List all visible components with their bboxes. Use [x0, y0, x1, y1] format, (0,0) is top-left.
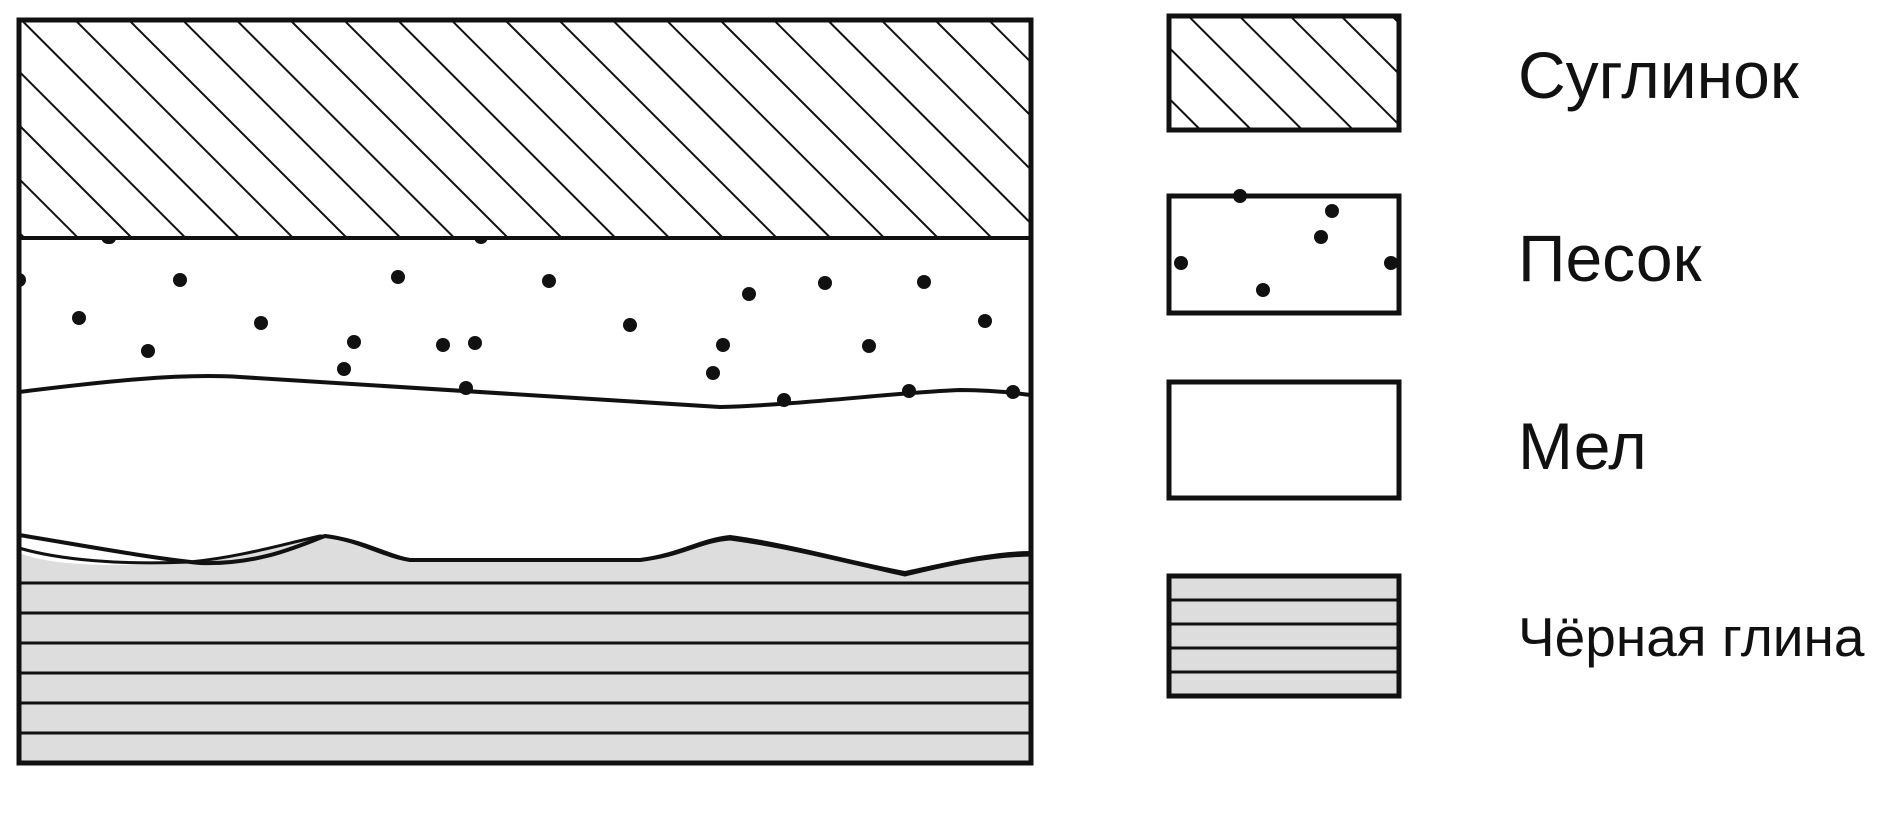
- loam-layer: [19, 20, 1031, 237]
- legend-label-clay: Чёрная глина: [1518, 606, 1865, 668]
- sand-grain: [623, 318, 637, 332]
- clay-stripes: [19, 581, 1031, 735]
- legend-item-sand: Песок: [1166, 189, 1703, 316]
- sand-grain: [254, 316, 268, 330]
- sand-grain: [1233, 189, 1247, 203]
- sand-grain: [173, 273, 187, 287]
- legend-label-loam: Суглинок: [1518, 38, 1800, 112]
- legend-swatch-sand: [1166, 193, 1402, 316]
- clay-layer-fill: [19, 536, 1031, 763]
- sand-grain: [436, 338, 450, 352]
- legend: Суглинок Песок Мел: [1166, 13, 1865, 699]
- legend-swatch-clay: [1166, 573, 1402, 699]
- sand-grain: [862, 339, 876, 353]
- section-frame: [16, 17, 1034, 766]
- sand-layer: [19, 229, 1020, 407]
- sand-grain: [337, 362, 351, 376]
- legend-item-clay: Чёрная глина: [1166, 573, 1865, 699]
- legend-label-sand: Песок: [1518, 221, 1703, 295]
- legend-swatch-loam: [1166, 13, 1402, 133]
- clay-layer: [19, 536, 1031, 763]
- soil-cross-section: [19, 20, 1031, 763]
- legend-item-loam: Суглинок: [1166, 13, 1800, 133]
- sand-grain: [1384, 256, 1398, 270]
- sand-grain: [978, 314, 992, 328]
- sand-grain: [1314, 230, 1328, 244]
- legend-item-chalk: Мел: [1166, 379, 1647, 501]
- sand-grain: [542, 274, 556, 288]
- legend-swatch-chalk: [1166, 379, 1402, 501]
- sand-grain: [72, 311, 86, 325]
- sand-grain: [347, 335, 361, 349]
- sand-grain: [706, 366, 720, 380]
- chalk-clay-lower-boundary: [19, 534, 1031, 577]
- sand-grain: [742, 287, 756, 301]
- sand-grain: [391, 270, 405, 284]
- sand-chalk-boundary: [19, 374, 1031, 410]
- sand-grain: [716, 338, 730, 352]
- sand-grain: [1174, 256, 1188, 270]
- legend-label-chalk: Мел: [1518, 409, 1647, 483]
- sand-grain: [1256, 283, 1270, 297]
- sand-grain: [1325, 204, 1339, 218]
- sand-grain: [917, 275, 931, 289]
- sand-grain: [468, 336, 482, 350]
- sand-grain: [818, 276, 832, 290]
- sand-grain: [141, 344, 155, 358]
